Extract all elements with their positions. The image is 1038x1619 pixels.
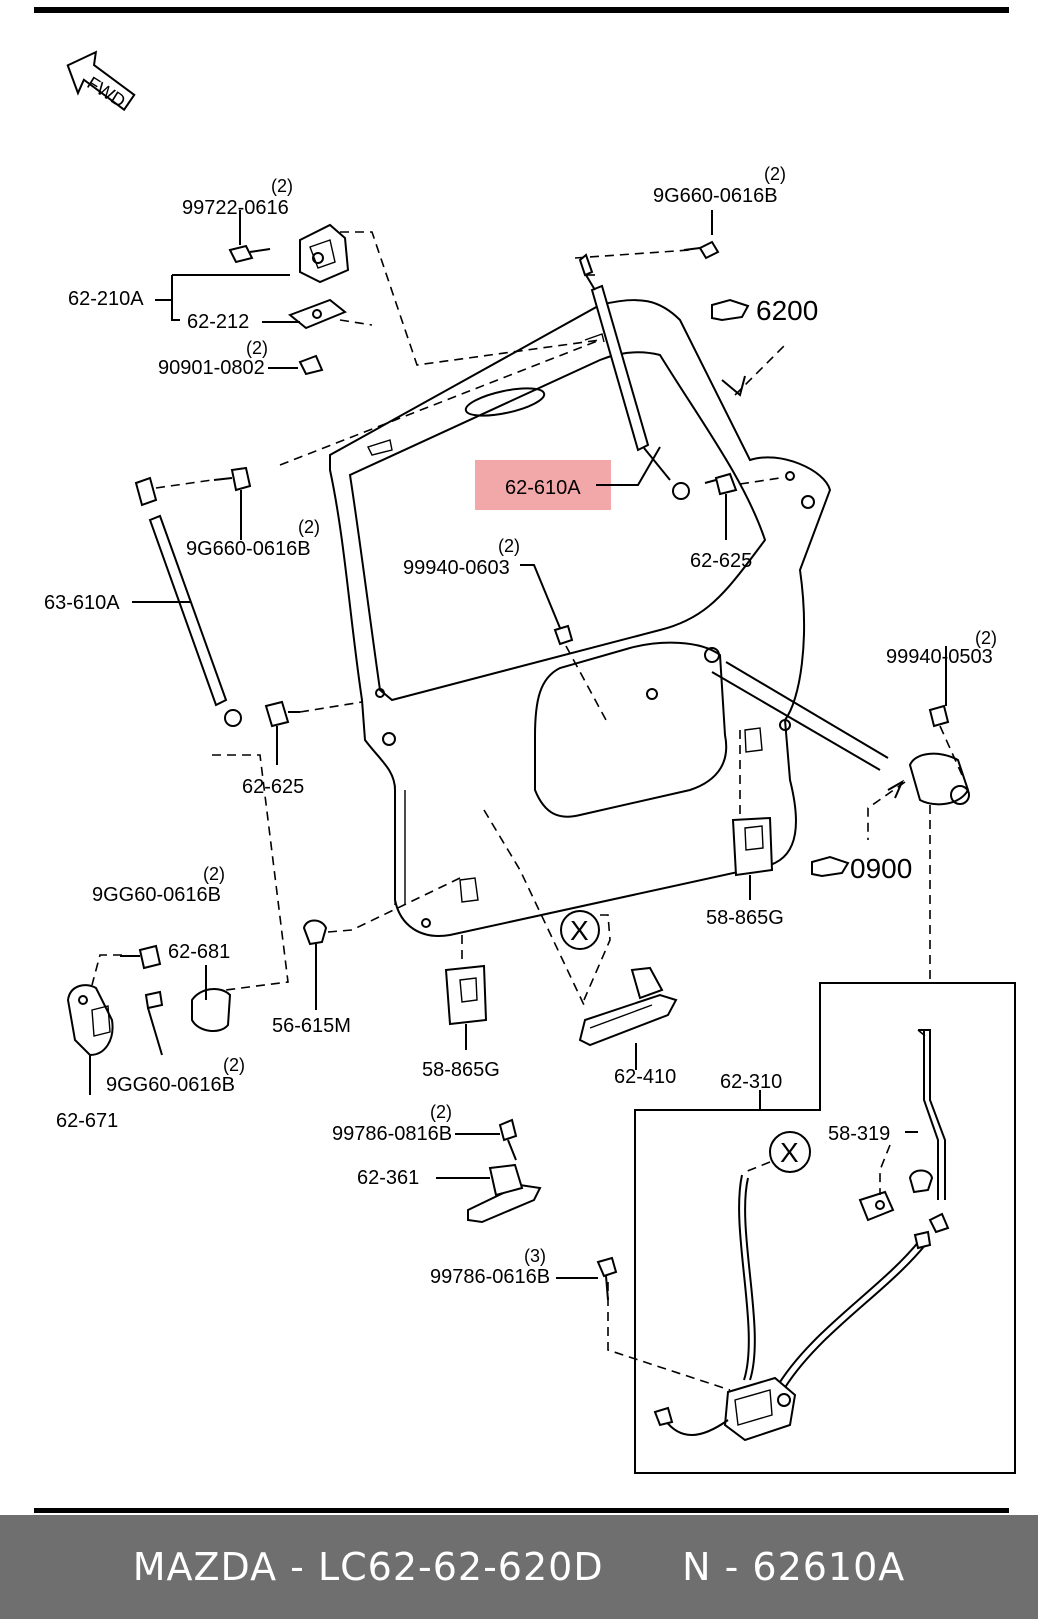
qty-9G660-top: (2) (764, 164, 786, 184)
footer-part-number: MAZDA - LC62-62-620D (132, 1545, 604, 1589)
outer-handle: X (483, 809, 678, 1070)
gas-strut-left (132, 466, 252, 727)
bottom-border (34, 1508, 1009, 1513)
gas-strut-right (574, 210, 720, 500)
fwd-arrow-icon: FWD (66, 50, 136, 112)
highlight-box (475, 460, 611, 510)
qty-99786-0616B: (3) (524, 1246, 546, 1266)
qty-99786-0816B: (2) (430, 1102, 452, 1122)
label-62-410: 62-410 (614, 1066, 676, 1088)
hinge-assembly (155, 210, 601, 466)
label-9GG60-top: 9GG60-0616B (92, 884, 221, 906)
label-62-671: 62-671 (56, 1110, 118, 1132)
ball-stud-left (264, 700, 363, 765)
label-90901-0802: 90901-0802 (158, 357, 265, 379)
label-99722-0616: 99722-0616 (182, 197, 289, 219)
label-58-865G-right: 58-865G (706, 907, 784, 929)
ref-6200-callout: 6200 (711, 295, 818, 397)
clip-58-865G-right (731, 730, 774, 900)
label-99940-0603: 99940-0603 (403, 557, 510, 579)
label-9G660-left: 9G660-0616B (186, 538, 311, 560)
pointing-hand-icon-2 (811, 855, 850, 878)
label-58-319: 58-319 (828, 1123, 890, 1145)
footer-spacer (604, 1545, 682, 1589)
qty-99940-0603: (2) (498, 536, 520, 556)
top-border (34, 7, 1009, 13)
label-58-865G-mid: 58-865G (422, 1059, 500, 1081)
qty-9G660-left: (2) (298, 517, 320, 537)
ref-0900: 0900 (850, 853, 912, 884)
label-63-610A: 63-610A (44, 592, 120, 614)
label-62-610A: 62-610A (505, 477, 581, 499)
clip-99940-0603 (520, 564, 607, 721)
x-mark-1: X (570, 915, 589, 946)
x-circle-2 (769, 1131, 811, 1173)
bumper-56-615M (302, 877, 461, 1010)
ball-stud-right (704, 472, 781, 540)
qty-9GG60-bot: (2) (223, 1055, 245, 1075)
label-99940-0503: 99940-0503 (886, 646, 993, 668)
qty-9GG60-top: (2) (203, 864, 225, 884)
label-62-681: 62-681 (168, 941, 230, 963)
x-circle-1 (560, 910, 600, 950)
label-99786-0616B: 99786-0616B (430, 1266, 550, 1288)
striker-bracket (66, 754, 289, 1095)
label-56-615M: 56-615M (272, 1015, 351, 1037)
bolt-99786-0616B (556, 1256, 618, 1301)
fwd-label: FWD (84, 73, 129, 112)
footer-bar: MAZDA - LC62-62-620D N - 62610A (0, 1515, 1038, 1619)
clip-58-865G-mid (444, 935, 488, 1050)
label-62-625-right: 62-625 (690, 550, 752, 572)
x-mark-2: X (780, 1137, 799, 1168)
label-62-361: 62-361 (357, 1167, 419, 1189)
qty-99722-0616: (2) (271, 176, 293, 196)
pointing-hand-icon (711, 298, 750, 322)
license-lamp (436, 1118, 542, 1224)
label-62-310: 62-310 (720, 1071, 782, 1093)
lock-cylinder (711, 646, 970, 980)
label-62-210A: 62-210A (68, 288, 144, 310)
ref-6200: 6200 (756, 295, 818, 326)
label-9GG60-bot: 9GG60-0616B (106, 1074, 235, 1096)
label-62-625-left: 62-625 (242, 776, 304, 798)
parts-diagram: FWD 6200 (34, 7, 1016, 1513)
qty-99940-0503: (2) (975, 628, 997, 648)
footer-item-number: N - 62610A (682, 1545, 906, 1589)
label-99786-0816B: 99786-0816B (332, 1123, 452, 1145)
latch-assembly-box: X (607, 982, 1016, 1474)
label-9G660-top: 9G660-0616B (653, 185, 778, 207)
liftgate-panel (329, 299, 832, 937)
qty-90901-0802: (2) (246, 338, 268, 358)
label-62-212: 62-212 (187, 311, 249, 333)
